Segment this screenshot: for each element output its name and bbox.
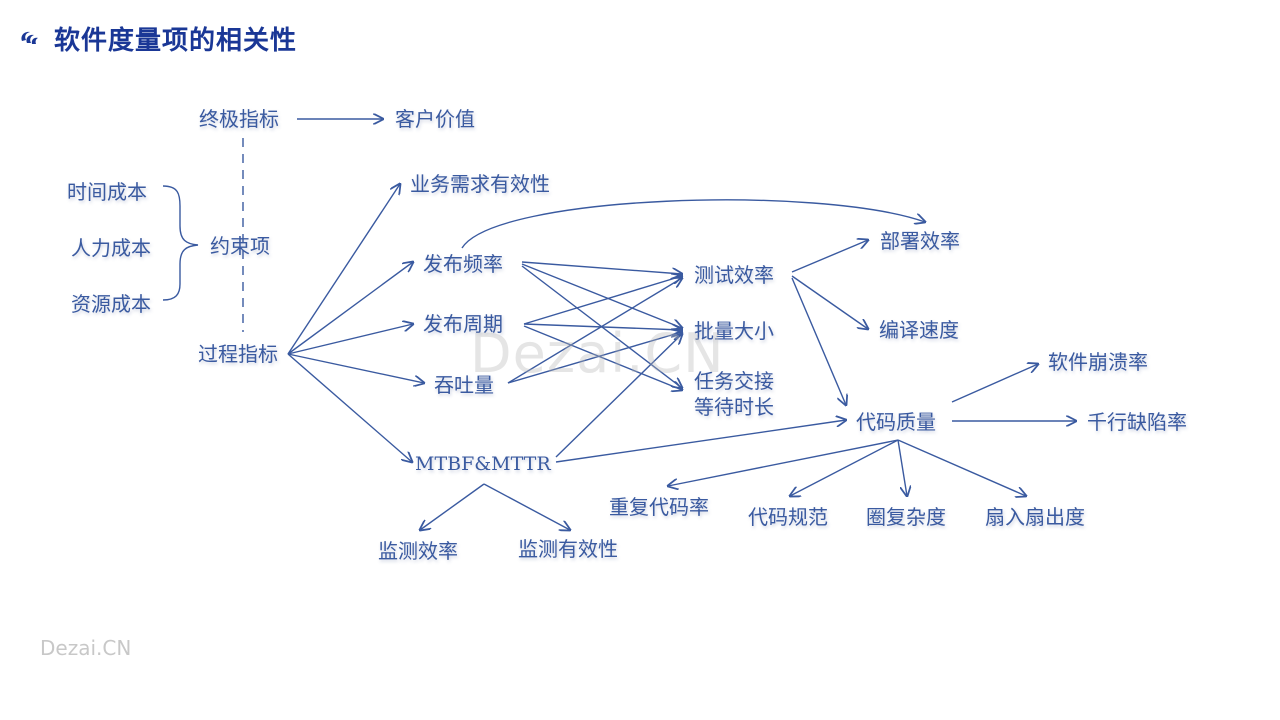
node-crash-rate: 软件崩溃率 — [1048, 350, 1148, 374]
edge-quality-crash — [951, 364, 1038, 403]
edge-process-mtbf — [287, 353, 412, 462]
node-handoff-line1: 任务交接 — [694, 369, 774, 393]
edge-process-business — [287, 184, 400, 355]
edge-mtbf-code-quality — [555, 420, 846, 463]
node-process-metric: 过程指标 — [198, 342, 278, 366]
node-code-standard: 代码规范 — [748, 505, 828, 529]
node-mtbf-mttr: MTBF&MTTR — [415, 453, 551, 475]
node-defect-rate: 千行缺陷率 — [1087, 410, 1187, 434]
edge-test-deploy — [791, 240, 868, 273]
node-customer-value: 客户价值 — [395, 107, 475, 131]
node-duplicate-code-rate: 重复代码率 — [609, 495, 709, 519]
swirl-logo-icon — [21, 31, 38, 44]
node-monitor-efficiency: 监测效率 — [378, 539, 458, 563]
edge-throughput-test — [507, 278, 682, 384]
edge-mtbf-mon-valid — [483, 483, 570, 530]
cost-brace — [162, 185, 199, 301]
edge-release-cycle-test — [523, 276, 682, 325]
edge-quality-fan — [897, 439, 1026, 496]
node-monitor-validity: 监测有效性 — [518, 537, 618, 561]
node-labor-cost: 人力成本 — [71, 236, 151, 260]
node-release-frequency: 发布频率 — [423, 252, 503, 276]
watermark-center: Dezai.CN — [470, 322, 725, 385]
node-deploy-efficiency: 部署效率 — [880, 229, 960, 253]
edge-process-throughput — [287, 353, 424, 383]
edge-release-cycle-handoff — [523, 325, 682, 390]
edge-quality-dup — [668, 439, 899, 486]
edge-release-freq-batch — [521, 263, 682, 328]
node-business-validity: 业务需求有效性 — [410, 172, 550, 196]
edge-test-code-quality — [791, 277, 846, 405]
node-code-quality: 代码质量 — [856, 410, 936, 434]
node-release-cycle: 发布周期 — [423, 312, 503, 336]
edge-process-release-cycle — [287, 324, 413, 355]
edge-quality-complexity — [897, 439, 907, 496]
edge-quality-std — [790, 439, 899, 496]
node-ultimate-metric: 终极指标 — [199, 107, 279, 131]
watermark-corner: Dezai.CN — [40, 636, 132, 660]
node-time-cost: 时间成本 — [67, 180, 147, 204]
node-resource-cost: 资源成本 — [71, 292, 151, 316]
page-title: 软件度量项的相关性 — [54, 25, 298, 56]
edge-release-freq-test — [521, 261, 682, 274]
edge-throughput-batch — [507, 332, 682, 384]
edge-test-compile — [791, 275, 868, 329]
node-handoff-line2: 等待时长 — [694, 395, 774, 419]
title-row: 软件度量项的相关性 — [18, 18, 297, 58]
edge-mtbf-mon-eff — [420, 483, 485, 530]
edge-process-release-freq — [287, 262, 413, 355]
node-constraint: 约束项 — [210, 234, 270, 258]
node-cyclomatic-complexity: 圈复杂度 — [866, 505, 946, 529]
edge-release-freq-deploy — [461, 199, 925, 249]
node-handoff-wait: 任务交接 等待时长 — [694, 368, 774, 420]
node-throughput: 吞吐量 — [434, 373, 494, 397]
node-compile-speed: 编译速度 — [879, 318, 959, 342]
edge-mtbf-batch — [555, 334, 682, 458]
node-batch-size: 批量大小 — [694, 319, 774, 343]
node-fan-in-out: 扇入扇出度 — [985, 505, 1085, 529]
edge-release-cycle-batch — [523, 323, 682, 330]
node-test-efficiency: 测试效率 — [694, 263, 774, 287]
